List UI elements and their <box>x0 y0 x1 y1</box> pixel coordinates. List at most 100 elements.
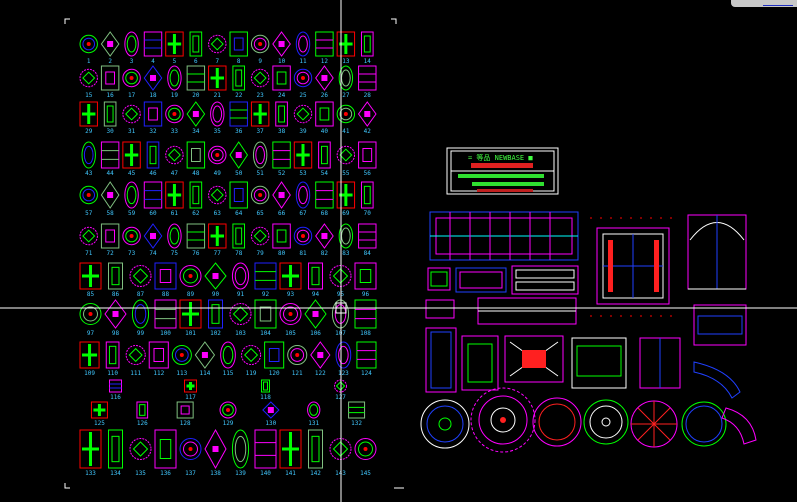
symbol-93[interactable]: 93 <box>279 262 302 298</box>
symbol-18[interactable]: 18 <box>143 65 163 99</box>
symbol-62[interactable]: 62 <box>189 181 203 217</box>
symbol-135[interactable]: 135 <box>129 438 152 478</box>
symbol-15[interactable]: 15 <box>79 68 98 99</box>
symbol-108[interactable]: 108 <box>354 299 377 337</box>
symbol-25[interactable]: 25 <box>293 68 313 99</box>
symbol-72[interactable]: 72 <box>100 223 120 257</box>
symbol-29[interactable]: 29 <box>79 101 98 135</box>
symbol-82[interactable]: 82 <box>315 223 334 257</box>
symbol-121[interactable]: 121 <box>287 344 308 377</box>
symbol-73[interactable]: 73 <box>122 226 141 257</box>
symbol-88[interactable]: 88 <box>154 262 177 298</box>
symbol-114[interactable]: 114 <box>194 341 216 377</box>
symbol-87[interactable]: 87 <box>129 265 152 299</box>
symbol-106[interactable]: 106 <box>304 299 327 337</box>
symbol-132[interactable]: 132 <box>348 401 366 427</box>
symbol-58[interactable]: 58 <box>100 181 120 217</box>
symbol-56[interactable]: 56 <box>358 141 377 177</box>
symbol-30[interactable]: 30 <box>103 101 117 135</box>
symbol-89[interactable]: 89 <box>179 265 202 299</box>
symbol-61[interactable]: 61 <box>165 181 184 217</box>
symbol-71[interactable]: 71 <box>79 226 98 257</box>
symbol-37[interactable]: 37 <box>250 101 270 135</box>
symbol-33[interactable]: 33 <box>165 104 184 135</box>
symbol-133[interactable]: 133 <box>79 429 102 477</box>
symbol-142[interactable]: 142 <box>308 429 323 477</box>
symbol-10[interactable]: 10 <box>272 31 291 65</box>
symbol-134[interactable]: 134 <box>108 429 123 477</box>
symbol-17[interactable]: 17 <box>122 68 141 99</box>
symbol-22[interactable]: 22 <box>232 65 246 99</box>
symbol-16[interactable]: 16 <box>100 65 120 99</box>
symbol-80[interactable]: 80 <box>272 223 291 257</box>
symbol-28[interactable]: 28 <box>358 65 377 99</box>
symbol-140[interactable]: 140 <box>254 429 277 477</box>
symbol-113[interactable]: 113 <box>171 344 192 377</box>
symbol-24[interactable]: 24 <box>272 65 291 99</box>
symbol-52[interactable]: 52 <box>272 141 291 177</box>
symbol-1[interactable]: 1 <box>79 34 98 65</box>
symbol-63[interactable]: 63 <box>208 185 227 217</box>
symbol-111[interactable]: 111 <box>125 344 146 377</box>
symbol-35[interactable]: 35 <box>210 101 225 135</box>
symbol-126[interactable]: 126 <box>136 401 149 427</box>
symbol-70[interactable]: 70 <box>360 181 374 217</box>
symbol-139[interactable]: 139 <box>231 429 250 477</box>
symbol-59[interactable]: 59 <box>124 181 139 217</box>
symbol-57[interactable]: 57 <box>79 185 98 217</box>
symbol-81[interactable]: 81 <box>293 226 313 257</box>
symbol-40[interactable]: 40 <box>315 101 334 135</box>
symbol-118[interactable]: 118 <box>260 379 271 401</box>
symbol-20[interactable]: 20 <box>186 65 206 99</box>
symbol-145[interactable]: 145 <box>354 438 377 478</box>
symbol-97[interactable]: 97 <box>79 303 102 338</box>
symbol-45[interactable]: 45 <box>122 141 141 177</box>
symbol-47[interactable]: 47 <box>165 145 184 177</box>
symbol-141[interactable]: 141 <box>279 429 302 477</box>
symbol-105[interactable]: 105 <box>279 303 302 338</box>
symbol-69[interactable]: 69 <box>336 181 356 217</box>
symbol-13[interactable]: 13 <box>336 31 356 65</box>
symbol-5[interactable]: 5 <box>165 31 184 65</box>
symbol-46[interactable]: 46 <box>146 141 160 177</box>
symbol-117[interactable]: 117 <box>184 379 197 401</box>
symbol-76[interactable]: 76 <box>186 223 206 257</box>
symbol-2[interactable]: 2 <box>100 31 120 65</box>
symbol-3[interactable]: 3 <box>124 31 139 65</box>
tab-link[interactable] <box>763 5 793 6</box>
symbol-44[interactable]: 44 <box>100 141 120 177</box>
symbol-77[interactable]: 77 <box>208 223 227 257</box>
symbol-90[interactable]: 90 <box>204 262 227 298</box>
symbol-115[interactable]: 115 <box>220 341 236 377</box>
symbol-60[interactable]: 60 <box>143 181 163 217</box>
symbol-64[interactable]: 64 <box>229 181 248 217</box>
symbol-123[interactable]: 123 <box>335 341 352 377</box>
symbol-11[interactable]: 11 <box>295 31 311 65</box>
symbol-12[interactable]: 12 <box>315 31 334 65</box>
symbol-19[interactable]: 19 <box>167 65 182 99</box>
symbol-7[interactable]: 7 <box>208 34 227 65</box>
symbol-26[interactable]: 26 <box>315 65 334 99</box>
symbol-34[interactable]: 34 <box>186 101 206 135</box>
window-tab[interactable] <box>731 0 797 7</box>
symbol-94[interactable]: 94 <box>308 262 323 298</box>
symbol-110[interactable]: 110 <box>105 341 120 377</box>
symbol-38[interactable]: 38 <box>275 101 288 135</box>
symbol-109[interactable]: 109 <box>79 341 100 377</box>
symbol-50[interactable]: 50 <box>229 141 249 177</box>
symbol-85[interactable]: 85 <box>79 262 102 298</box>
symbol-68[interactable]: 68 <box>315 181 334 217</box>
symbol-65[interactable]: 65 <box>250 185 270 217</box>
symbol-137[interactable]: 137 <box>179 438 202 478</box>
symbol-138[interactable]: 138 <box>204 428 227 477</box>
symbol-136[interactable]: 136 <box>154 429 177 477</box>
symbol-92[interactable]: 92 <box>254 262 277 298</box>
symbol-120[interactable]: 120 <box>264 341 285 377</box>
symbol-67[interactable]: 67 <box>295 181 311 217</box>
symbol-116[interactable]: 116 <box>109 379 122 401</box>
symbol-6[interactable]: 6 <box>189 31 203 65</box>
symbol-79[interactable]: 79 <box>250 226 270 257</box>
symbol-101[interactable]: 101 <box>179 299 202 337</box>
